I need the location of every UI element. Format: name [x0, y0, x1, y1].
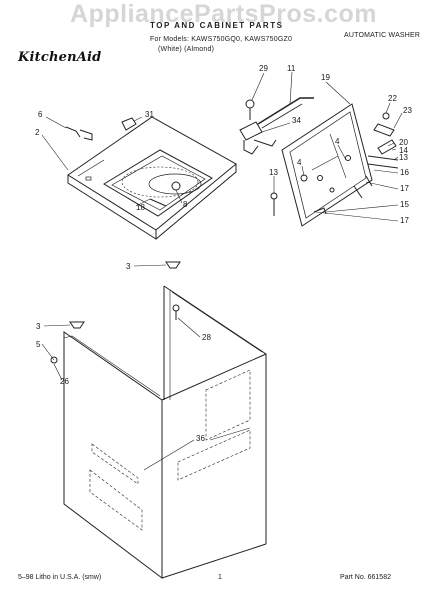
color-variants: (White) (Almond)	[158, 46, 215, 53]
diagram-title: TOP AND CABINET PARTS	[150, 21, 284, 30]
top-panel	[67, 116, 237, 240]
callout-11: 11	[287, 64, 296, 73]
page-number: 1	[218, 574, 222, 581]
lid-switch-assembly	[239, 97, 314, 155]
product-type: AUTOMATIC WASHER	[344, 32, 421, 39]
callout-16: 16	[400, 168, 409, 177]
litho-note: 5–98 Litho in U.S.A. (smw)	[18, 574, 102, 581]
callout-6: 6	[38, 110, 43, 119]
callout-36: 36	[196, 434, 205, 443]
callout-5: 5	[36, 340, 41, 349]
callout-20: 20	[399, 138, 408, 147]
cabinet-clips	[69, 261, 181, 329]
callout-4-lower: 4	[297, 158, 302, 167]
callout-26: 26	[60, 377, 69, 386]
callout-3-upper: 3	[126, 262, 131, 271]
callout-34: 34	[292, 116, 301, 125]
callout-4-upper: 4	[335, 137, 340, 146]
part-number: Part No. 661582	[340, 574, 391, 581]
brand-logo: KitchenAid	[18, 50, 102, 65]
callout-19: 19	[321, 73, 330, 82]
callout-31: 31	[145, 110, 154, 119]
callout-22: 22	[388, 94, 397, 103]
callout-8: 8	[183, 200, 188, 209]
cabinet	[50, 285, 267, 580]
callout-17-upper: 17	[400, 184, 409, 193]
callout-17-lower: 17	[400, 216, 409, 225]
model-numbers: For Models: KAWS750GQ0, KAWS750GZ0	[150, 36, 293, 43]
callout-29: 29	[259, 64, 268, 73]
lid-hardware	[270, 112, 399, 216]
callout-23: 23	[403, 106, 412, 115]
callout-15: 15	[400, 200, 409, 209]
callout-14: 14	[399, 146, 408, 155]
callout-numbers: 29 11 19 22 23 6 31 34 2 20 14 13 4 16 1…	[35, 64, 412, 443]
callout-18: 18	[136, 203, 145, 212]
callout-3-lower: 3	[36, 322, 41, 331]
callout-leaders	[41, 71, 403, 471]
callout-2: 2	[35, 128, 40, 137]
callout-13-lower: 13	[269, 168, 278, 177]
callout-28: 28	[202, 333, 211, 342]
callout-13-upper: 13	[399, 153, 408, 162]
lid-frame	[281, 103, 373, 227]
